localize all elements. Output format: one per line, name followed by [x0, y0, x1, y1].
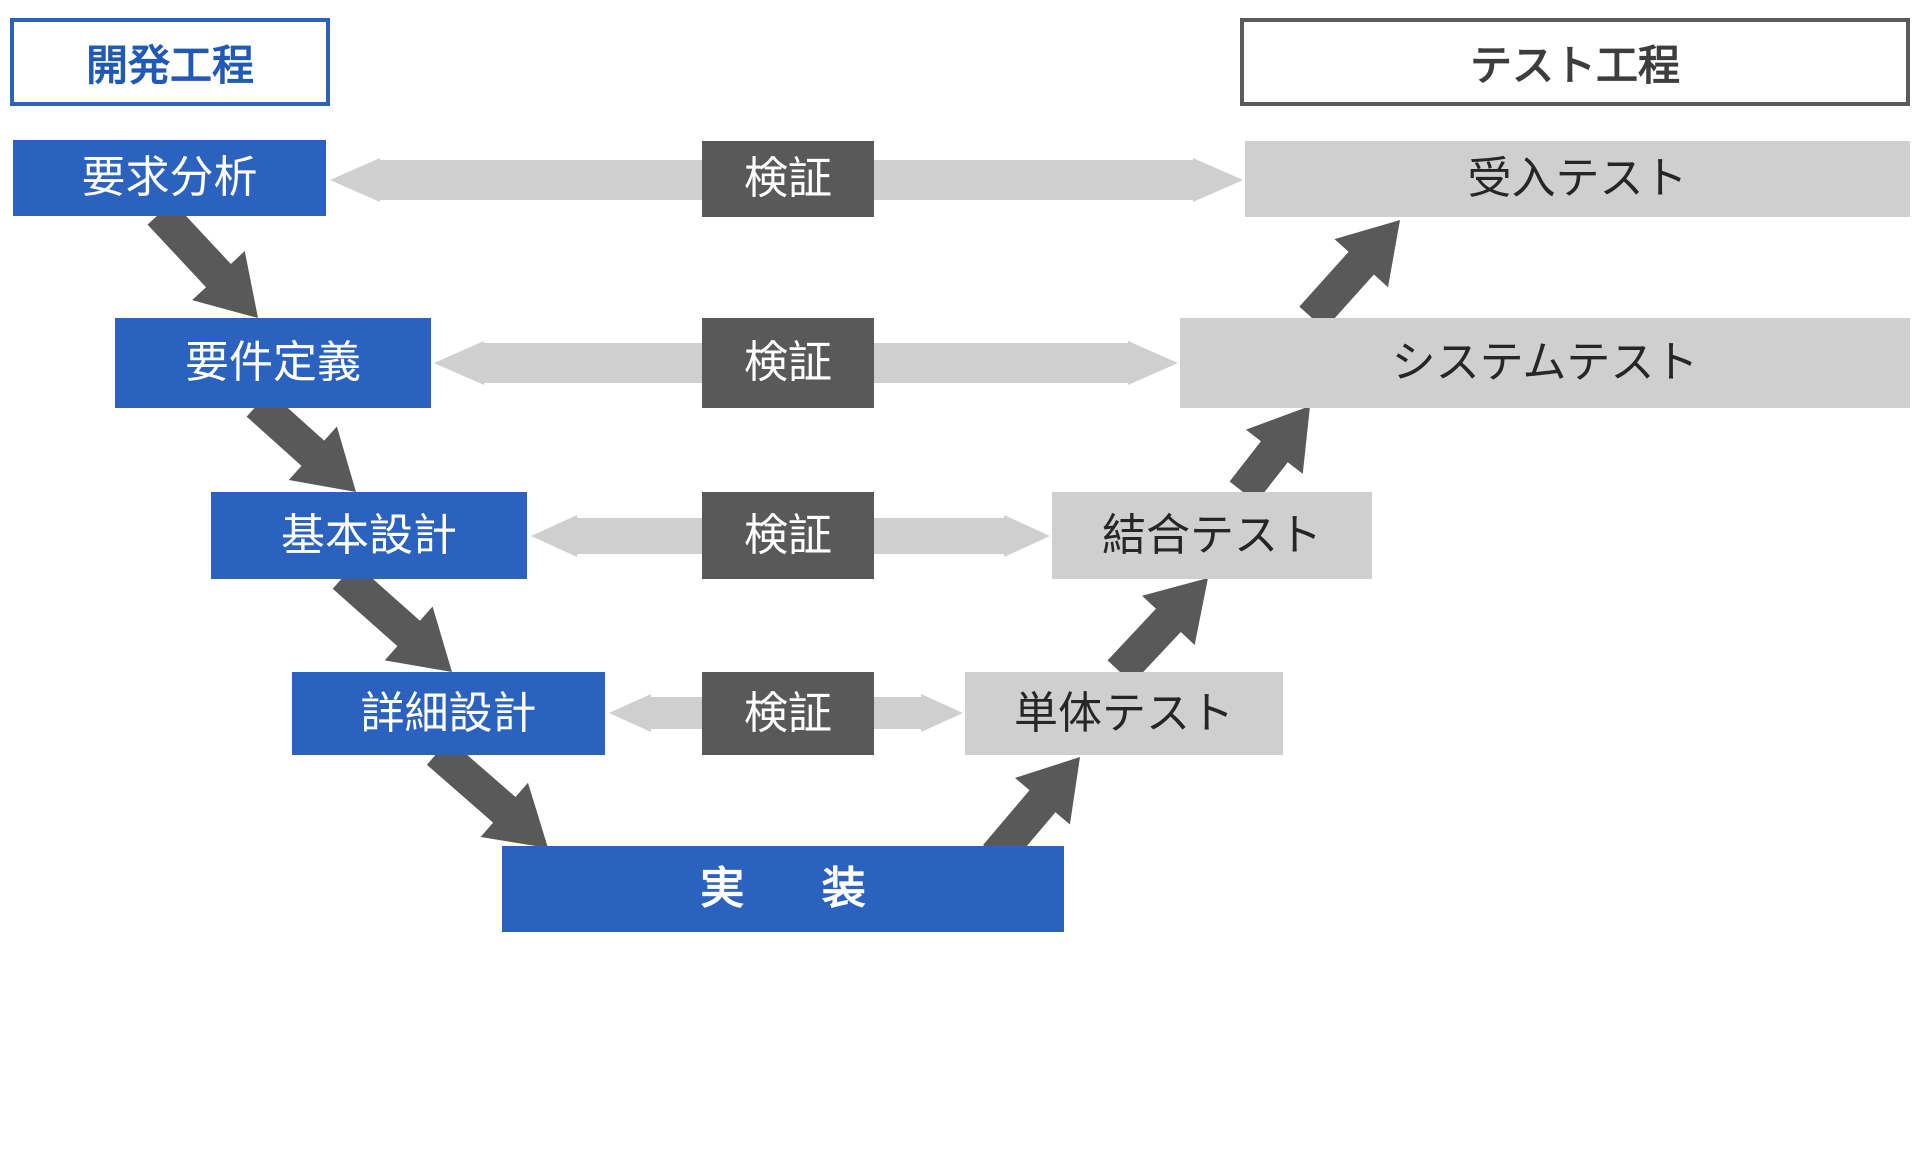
phase-box-label: 詳細設計: [360, 688, 537, 738]
legend-box-label: テスト工程: [1469, 41, 1680, 89]
flow-detailed-to-implementation: [426, 739, 548, 848]
phase-box-system-test[interactable]: システムテスト: [1180, 318, 1910, 408]
phase-box-integration-test[interactable]: 結合テスト: [1052, 492, 1372, 579]
verification-label-verify-integration[interactable]: 検証: [702, 492, 874, 579]
phase-box-acceptance-test[interactable]: 受入テスト: [1245, 141, 1910, 217]
flow-integration-to-system: [1229, 406, 1310, 503]
verification-label-verify-acceptance[interactable]: 検証: [702, 141, 874, 217]
legend-box-testing[interactable]: テスト工程: [1240, 18, 1910, 106]
legend-box-label: 開発工程: [85, 41, 254, 89]
phase-box-implementation[interactable]: 実 装: [502, 846, 1064, 932]
verification-label-label: 検証: [744, 338, 832, 387]
verification-label-label: 検証: [744, 510, 832, 560]
verification-label-label: 検証: [744, 154, 832, 203]
verification-label-label: 検証: [744, 688, 832, 738]
phase-box-label: 実 装: [700, 864, 883, 913]
legend-box-development[interactable]: 開発工程: [10, 18, 330, 106]
flow-unit-to-integration: [1107, 578, 1208, 684]
phase-box-label: 要求分析: [81, 153, 258, 202]
phase-box-unit-test[interactable]: 単体テスト: [965, 672, 1283, 755]
phase-box-label: 基本設計: [281, 510, 457, 560]
flow-requirements-to-definition: [147, 201, 258, 318]
phase-box-requirements-analysis[interactable]: 要求分析: [13, 140, 326, 216]
flow-basic-to-detailed: [332, 563, 452, 672]
flow-definition-to-basic: [246, 391, 356, 492]
flow-system-to-acceptance: [1299, 220, 1400, 330]
phase-box-basic-design[interactable]: 基本設計: [211, 492, 527, 579]
verification-label-verify-system[interactable]: 検証: [702, 318, 874, 408]
flow-implementation-to-unit: [983, 757, 1080, 867]
phase-box-detailed-design[interactable]: 詳細設計: [292, 672, 605, 755]
phase-box-label: 結合テスト: [1102, 510, 1322, 560]
phase-box-label: 要件定義: [185, 338, 361, 387]
phase-box-label: システムテスト: [1391, 338, 1699, 387]
phase-box-label: 受入テスト: [1467, 154, 1688, 203]
phase-box-requirements-definition[interactable]: 要件定義: [115, 318, 431, 408]
phase-box-label: 単体テスト: [1014, 688, 1234, 738]
verification-label-verify-unit[interactable]: 検証: [702, 672, 874, 755]
